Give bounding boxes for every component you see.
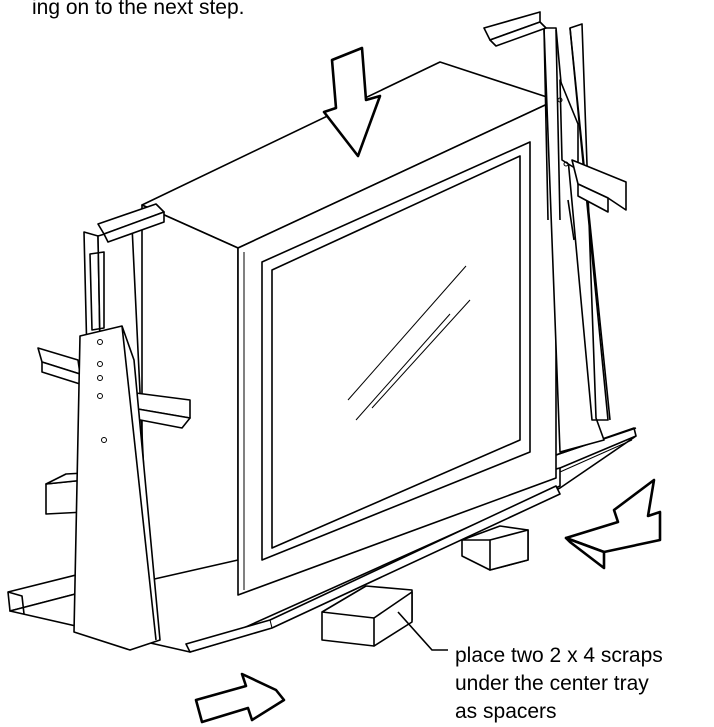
- callout-line-1: place two 2 x 4 scraps: [455, 644, 663, 667]
- callout-line-2: under the center tray: [455, 672, 649, 695]
- right-side-bracket: [483, 11, 627, 453]
- monitor-cabinet: [141, 61, 557, 596]
- left-side-bracket: [37, 203, 191, 651]
- right-arrow: [194, 672, 286, 724]
- tray-front-rail: [185, 485, 561, 653]
- down-arrow: [322, 46, 382, 158]
- spacer-block-center-rear: [461, 525, 529, 571]
- instruction-text: ing on to the next step.: [32, 0, 245, 19]
- spacer-block-center-front: [321, 585, 413, 647]
- callout-line-3: as spacers: [455, 700, 557, 723]
- callout-leader: [397, 611, 448, 651]
- left-arrow: [564, 478, 662, 570]
